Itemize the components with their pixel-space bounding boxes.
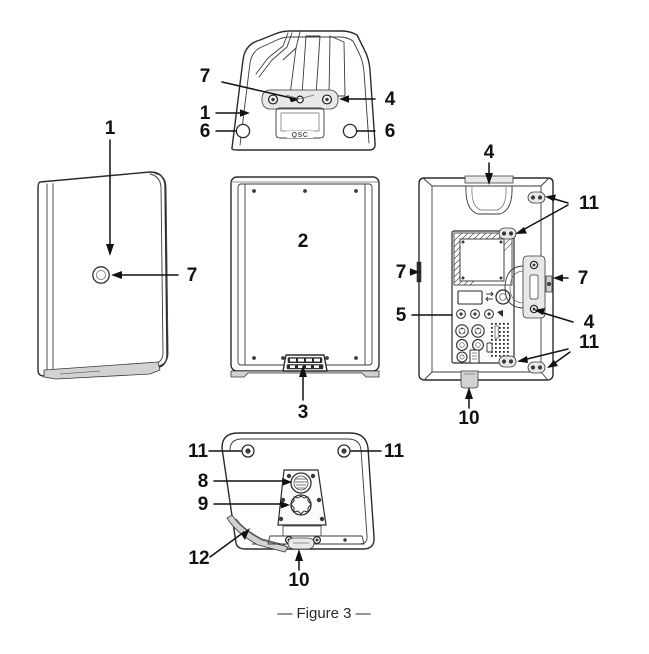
callout-side-7: 7 bbox=[111, 265, 197, 286]
callout-rear-11-lower: 11 bbox=[517, 332, 599, 368]
callout-label-11-bottom-left: 11 bbox=[188, 441, 209, 462]
callout-label-4-rear-top: 4 bbox=[484, 142, 495, 163]
control-knob-row bbox=[456, 309, 503, 319]
callout-label-2-front: 2 bbox=[298, 231, 309, 252]
callout-bottom-11-right: 11 bbox=[350, 441, 405, 462]
callout-bottom-11-left: 11 bbox=[188, 441, 242, 462]
rear-view: 4 11 7 7 5 4 bbox=[396, 142, 600, 429]
callout-bottom-9: 9 bbox=[198, 494, 290, 515]
callout-top-6-left: 6 bbox=[200, 121, 237, 142]
callout-label-6-left: 6 bbox=[200, 121, 211, 142]
callout-label-7-top: 7 bbox=[200, 66, 211, 87]
callout-label-7-rear-right: 7 bbox=[578, 268, 589, 289]
threaded-insert-upper-left bbox=[498, 227, 517, 240]
callout-rear-5: 5 bbox=[396, 305, 453, 326]
callout-label-12-bottom: 12 bbox=[188, 548, 209, 569]
lcd-display bbox=[457, 290, 483, 305]
callout-top-1: 1 bbox=[200, 103, 250, 124]
callout-rear-4-side: 4 bbox=[534, 308, 595, 333]
front-bottom-vent bbox=[282, 354, 328, 372]
bottom-handle-recess bbox=[287, 537, 315, 550]
callout-rear-7-right: 7 bbox=[553, 268, 588, 289]
bottom-view: 11 11 8 9 12 10 bbox=[188, 432, 405, 591]
threaded-insert-bottom-left bbox=[241, 444, 255, 458]
pole-socket-upper bbox=[290, 472, 312, 494]
callout-label-6-right: 6 bbox=[385, 121, 396, 142]
brand-logo-top: QSC bbox=[286, 131, 314, 139]
callout-front-3: 3 bbox=[298, 365, 309, 423]
top-handle-hole-right bbox=[342, 123, 358, 139]
top-view: QSC 7 1 6 4 6 bbox=[200, 30, 396, 151]
callout-rear-10: 10 bbox=[458, 387, 480, 429]
side-view: 1 7 bbox=[37, 118, 197, 380]
callout-bottom-8: 8 bbox=[198, 471, 292, 492]
callout-rear-7-left: 7 bbox=[396, 262, 420, 283]
amp-vent-grid bbox=[490, 322, 512, 362]
callout-bottom-12: 12 bbox=[188, 528, 250, 569]
pole-socket-lower bbox=[290, 494, 312, 516]
callout-label-7-rear-left: 7 bbox=[396, 262, 407, 283]
callout-label-10-bottom: 10 bbox=[288, 570, 309, 591]
callout-label-1-top: 1 bbox=[200, 103, 211, 124]
bottom-handle-recess-rear bbox=[460, 370, 479, 389]
callout-label-11-rear-upper: 11 bbox=[579, 193, 600, 214]
callout-label-9-bottom: 9 bbox=[198, 494, 209, 515]
callout-top-7: 7 bbox=[200, 66, 299, 103]
threaded-insert-upper-right bbox=[527, 191, 546, 204]
front-view: 2 3 bbox=[230, 176, 380, 423]
amplifier-control-panel bbox=[451, 230, 515, 364]
pole-mount-plate bbox=[277, 469, 327, 537]
threaded-insert-bottom-right bbox=[337, 444, 351, 458]
threaded-insert-lower-left bbox=[498, 355, 517, 368]
callout-label-10-rear: 10 bbox=[458, 408, 479, 429]
threaded-insert-lower-right bbox=[527, 361, 546, 374]
callout-top-4: 4 bbox=[339, 89, 396, 110]
input-connector-group bbox=[455, 324, 485, 363]
callout-label-4-top: 4 bbox=[385, 89, 396, 110]
callout-bottom-10: 10 bbox=[288, 549, 310, 591]
yoke-attachment-bracket bbox=[261, 89, 339, 110]
power-switch bbox=[486, 342, 493, 353]
callout-top-6-right: 6 bbox=[356, 121, 396, 142]
callout-label-5-rear: 5 bbox=[396, 305, 407, 326]
callout-label-3-front: 3 bbox=[298, 402, 309, 423]
side-carry-handle bbox=[504, 255, 553, 319]
callout-label-4-rear-side: 4 bbox=[584, 312, 595, 333]
callout-label-8-bottom: 8 bbox=[198, 471, 209, 492]
figure-caption: — Figure 3 — bbox=[277, 605, 370, 622]
callout-label-11-rear-lower: 11 bbox=[579, 332, 600, 353]
callout-label-7-side: 7 bbox=[187, 265, 198, 286]
callout-label-11-bottom-right: 11 bbox=[384, 441, 405, 462]
callout-side-1: 1 bbox=[105, 118, 116, 256]
callout-label-1-side: 1 bbox=[105, 118, 116, 139]
callout-rear-4-top: 4 bbox=[484, 142, 495, 185]
callout-rear-11-upper: 11 bbox=[515, 193, 599, 234]
top-handle-hole-left bbox=[235, 123, 251, 139]
power-inlet bbox=[469, 349, 480, 364]
brand-logo-text: QSC bbox=[292, 132, 309, 139]
